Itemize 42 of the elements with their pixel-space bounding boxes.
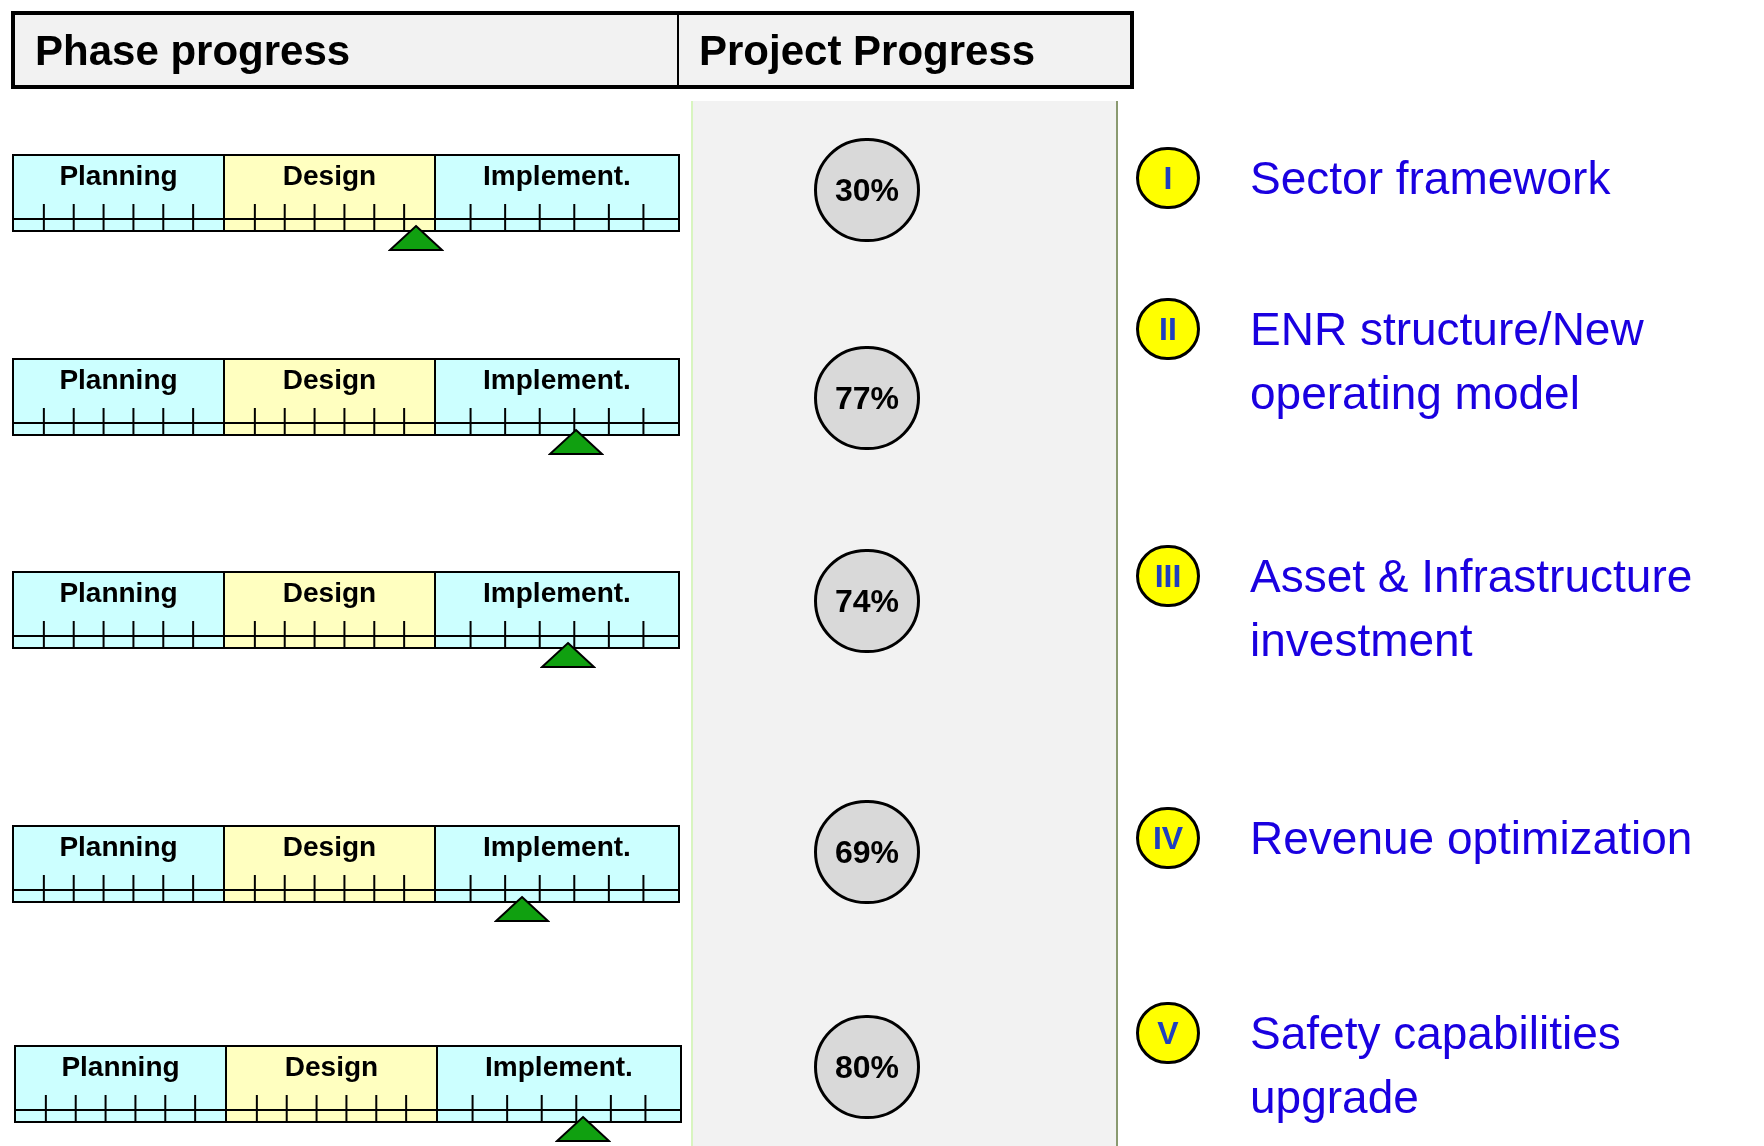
segment-label: Implement. [485, 1050, 633, 1084]
phase-segment [434, 154, 680, 232]
header-cell: Project Progress [679, 11, 1134, 89]
phase-segment [223, 154, 436, 232]
phase-segment [225, 1045, 438, 1123]
phase-segment [434, 825, 680, 903]
segment-label: Implement. [483, 576, 631, 610]
numeral-badge: II [1136, 298, 1200, 360]
segment-label: Design [282, 576, 377, 610]
numeral-badge: V [1136, 1002, 1200, 1064]
phase-segment [223, 825, 436, 903]
header-cell: Phase progress [11, 11, 679, 89]
phase-segment [12, 358, 225, 436]
phase-segment [12, 154, 225, 232]
pillar-title: ENR structure/New operating model [1250, 302, 1645, 421]
numeral-badge: I [1136, 147, 1200, 209]
pillar-title: Asset & Infrastructure investment [1250, 549, 1694, 668]
segment-label: Design [282, 159, 377, 193]
segment-label: Design [282, 363, 377, 397]
segment-label: Design [284, 1050, 379, 1084]
segment-label: Planning [61, 1050, 180, 1084]
phase-segment [436, 1045, 682, 1123]
segment-label: Planning [59, 363, 178, 397]
phase-segment [223, 358, 436, 436]
segment-label: Design [282, 830, 377, 864]
pillar-title: Sector framework [1250, 151, 1612, 206]
phase-segment [12, 571, 225, 649]
numeral-badge: III [1136, 545, 1200, 607]
segment-label: Implement. [483, 363, 631, 397]
numeral-badge: IV [1136, 807, 1200, 869]
segment-label: Planning [59, 576, 178, 610]
pillar-title: Safety capabilities upgrade [1250, 1006, 1622, 1125]
phase-segment [223, 571, 436, 649]
segment-label: Planning [59, 159, 178, 193]
phase-segment [434, 358, 680, 436]
phase-segment [12, 825, 225, 903]
pillar-title: Revenue optimization [1250, 811, 1694, 866]
segment-label: Implement. [483, 159, 631, 193]
segment-label: Planning [59, 830, 178, 864]
phase-segment [434, 571, 680, 649]
phase-segment [14, 1045, 227, 1123]
segment-label: Implement. [483, 830, 631, 864]
